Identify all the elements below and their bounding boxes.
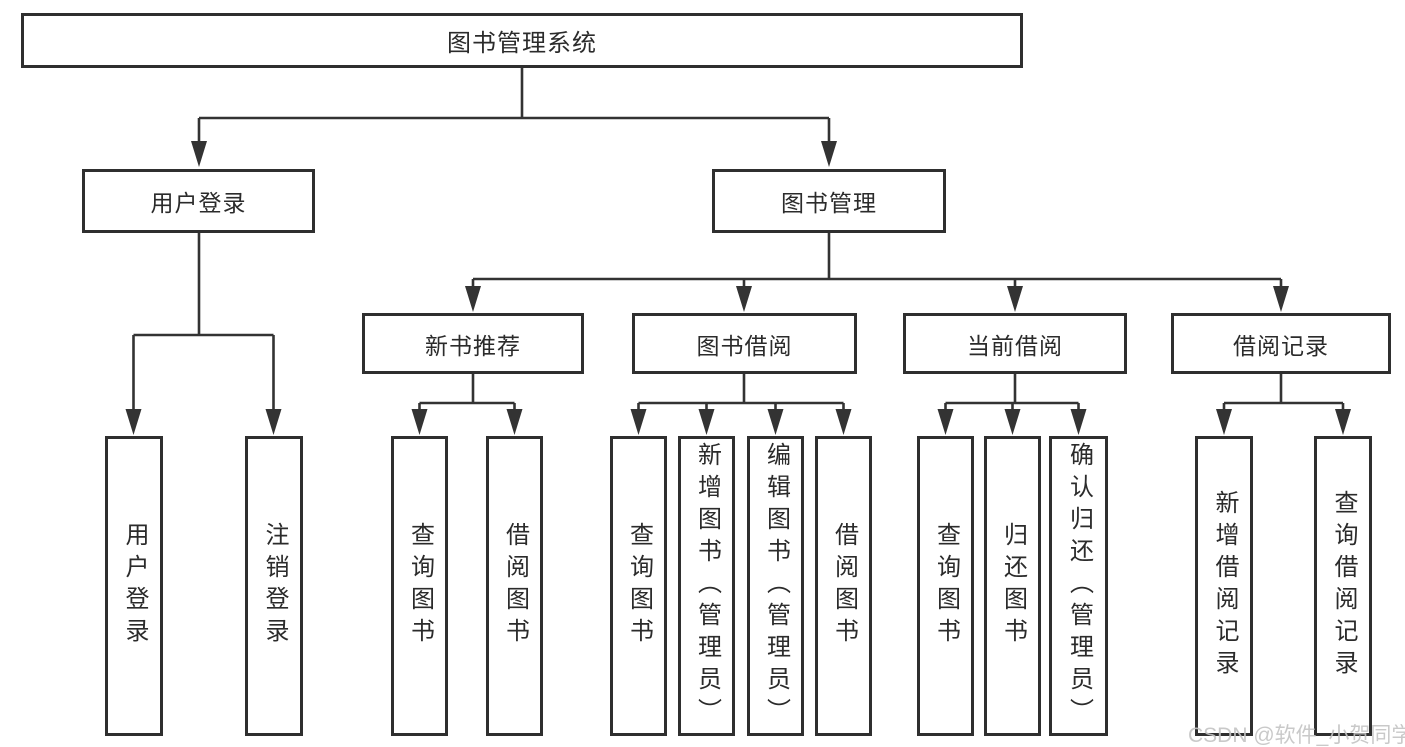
leaf-logout-label: 注销登录	[261, 522, 288, 650]
leaf-borrow-query-books-label: 查询图书	[625, 522, 653, 650]
leaf-user-login-label: 用户登录	[121, 522, 148, 650]
node-book-management-label: 图书管理	[781, 190, 877, 216]
leaf-borrow-borrow-books-label: 借阅图书	[830, 522, 858, 650]
node-system-root: 图书管理系统	[21, 13, 1023, 68]
node-borrow-records-label: 借阅记录	[1233, 332, 1329, 359]
leaf-borrow-add-books-admin: 新增图书（管理员）	[678, 436, 735, 736]
leaf-current-return-books-label: 归还图书	[999, 522, 1027, 650]
edge-currentborrow-to-leaves	[944, 374, 1080, 411]
node-system-root-label: 图书管理系统	[447, 30, 597, 57]
leaf-newrec-query-books-label: 查询图书	[406, 522, 434, 650]
leaf-current-return-books: 归还图书	[984, 436, 1041, 736]
csdn-watermark: CSDN @软件_小贺同学	[1188, 724, 1405, 747]
node-user-login-label: 用户登录	[150, 190, 247, 216]
leaf-borrow-borrow-books: 借阅图书	[815, 436, 872, 736]
edge-borrowrecord-to-leaves	[1222, 374, 1345, 411]
leaf-record-query-borrow-record-label: 查询借阅记录	[1330, 490, 1357, 682]
leaf-current-confirm-return-admin-label: 确认归还（管理员）	[1065, 442, 1093, 730]
leaf-logout: 注销登录	[245, 436, 303, 736]
node-new-book-recommend-label: 新书推荐	[425, 332, 521, 359]
node-book-management: 图书管理	[712, 169, 946, 233]
leaf-newrec-borrow-books: 借阅图书	[486, 436, 543, 736]
edge-root-to-level2	[197, 68, 831, 143]
node-user-login: 用户登录	[82, 169, 315, 233]
node-new-book-recommend: 新书推荐	[362, 313, 584, 374]
edge-userlogin-to-leaves	[132, 233, 275, 411]
node-current-borrow: 当前借阅	[903, 313, 1127, 374]
edge-bookmgmt-to-level3	[471, 233, 1283, 288]
leaf-current-query-books: 查询图书	[917, 436, 974, 736]
node-borrow-records: 借阅记录	[1171, 313, 1391, 374]
edge-bookborrow-to-leaves	[637, 374, 845, 411]
leaf-borrow-edit-books-admin: 编辑图书（管理员）	[747, 436, 804, 736]
leaf-record-add-borrow-record-label: 新增借阅记录	[1211, 490, 1238, 682]
leaf-newrec-borrow-books-label: 借阅图书	[501, 522, 529, 650]
leaf-borrow-add-books-admin-label: 新增图书（管理员）	[693, 442, 721, 730]
leaf-borrow-query-books: 查询图书	[610, 436, 667, 736]
leaf-current-query-books-label: 查询图书	[932, 522, 960, 650]
node-book-borrow-label: 图书借阅	[696, 332, 793, 359]
leaf-current-confirm-return-admin: 确认归还（管理员）	[1049, 436, 1108, 736]
leaf-user-login: 用户登录	[105, 436, 163, 736]
leaf-newrec-query-books: 查询图书	[391, 436, 448, 736]
leaf-record-query-borrow-record: 查询借阅记录	[1314, 436, 1372, 736]
node-book-borrow: 图书借阅	[632, 313, 857, 374]
arrowheads	[125, 141, 1351, 435]
node-current-borrow-label: 当前借阅	[967, 332, 1063, 359]
leaf-record-add-borrow-record: 新增借阅记录	[1195, 436, 1253, 736]
edge-newbookrec-to-leaves	[418, 374, 516, 411]
leaf-borrow-edit-books-admin-label: 编辑图书（管理员）	[762, 442, 790, 730]
